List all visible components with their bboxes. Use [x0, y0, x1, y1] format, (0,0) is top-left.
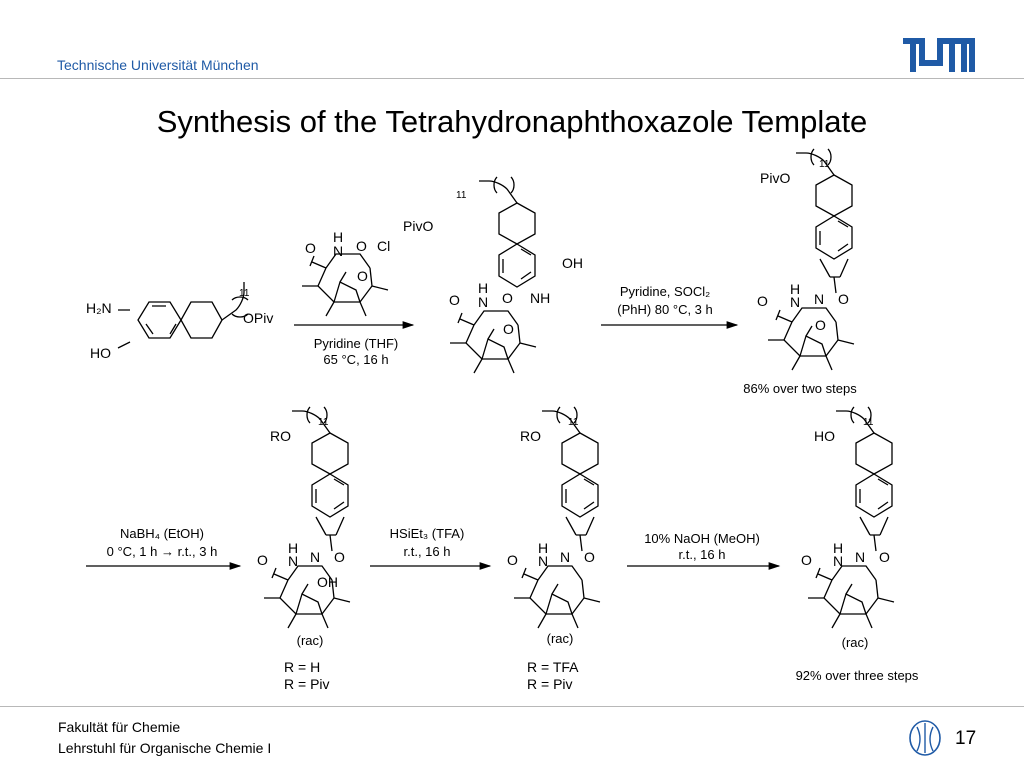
red-r1-label: R = H	[284, 659, 320, 675]
amide-o-label: O	[449, 292, 460, 308]
sil-r2-label: R = Piv	[527, 676, 573, 692]
page-number: 17	[955, 728, 977, 749]
step4-reagent: HSiEt₃ (TFA)	[390, 526, 465, 541]
oxazole-product-1	[795, 148, 853, 294]
step3-reagent: NaBH₄ (EtOH)	[120, 526, 204, 541]
ox1-n-label: N	[790, 294, 800, 310]
ox1-o-label: O	[757, 293, 768, 309]
amide-chain-label: PivO	[403, 218, 433, 234]
fin-o-ox-label: O	[879, 549, 890, 565]
sil-chain-count: 11	[568, 417, 579, 428]
step1-reagent: Pyridine (THF)	[314, 336, 399, 351]
sil-n-ox-label: N	[560, 549, 570, 565]
red-h-label: H	[288, 540, 298, 556]
reduced-product	[291, 406, 349, 552]
amide-h-label: H	[478, 280, 488, 296]
yield-step5: 92% over three steps	[796, 668, 919, 683]
sil-h-label: H	[538, 540, 548, 556]
ac-h-label: H	[333, 229, 343, 245]
amide-oh-label: OH	[562, 255, 583, 271]
ac-cl-label: Cl	[377, 238, 390, 254]
slide-title: Synthesis of the Tetrahydronaphthoxazole…	[156, 104, 868, 139]
footer-divider	[0, 706, 1024, 707]
amide-nh-label: NH	[530, 290, 550, 306]
sil-chain-label: RO	[520, 428, 541, 444]
amide-o2-label: O	[502, 290, 513, 306]
amide-chain-count: 11	[456, 190, 467, 201]
step2-conditions: (PhH) 80 °C, 3 h	[617, 302, 713, 317]
sil-rac-label: (rac)	[547, 631, 574, 646]
silane-cage	[513, 565, 601, 629]
red-chain-label: RO	[270, 428, 291, 444]
sm-chain-label: OPiv	[243, 310, 273, 326]
fin-n-ox-label: N	[855, 549, 865, 565]
step2-reagent: Pyridine, SOCl₂	[620, 284, 710, 299]
final-product	[835, 406, 893, 552]
ox1-chain-label: PivO	[760, 170, 790, 186]
ox1-chain-count: 11	[819, 159, 830, 170]
faculty-seal-logo	[909, 720, 941, 756]
sm-amine-label: H₂N	[86, 300, 112, 316]
fin-n-label: N	[833, 553, 843, 569]
red-r2-label: R = Piv	[284, 676, 330, 692]
red-rac-label: (rac)	[297, 633, 324, 648]
red-o-ox-label: O	[334, 549, 345, 565]
yield-step2: 86% over two steps	[743, 381, 857, 396]
sil-o-ox-label: O	[584, 549, 595, 565]
final-cage	[807, 565, 895, 629]
header-divider	[0, 78, 1024, 79]
ac-o2-label: O	[356, 238, 367, 254]
sil-n-label: N	[538, 553, 548, 569]
ox1-o2-label: O	[815, 317, 826, 333]
step5-reagent: 10% NaOH (MeOH)	[644, 531, 760, 546]
sm-chain-count: 11	[239, 288, 250, 299]
amide-o3-label: O	[503, 321, 514, 337]
red-n-ox-label: N	[310, 549, 320, 565]
ac-n-label: N	[333, 243, 343, 259]
sil-r1-label: R = TFA	[527, 659, 579, 675]
sil-o-label: O	[507, 552, 518, 568]
silane-product	[541, 406, 599, 552]
acid-chloride-cage	[301, 253, 389, 317]
step3-conditions: 0 °C, 1 h → r.t., 3 h	[107, 544, 218, 559]
institution-name: Technische Universität München	[57, 57, 259, 73]
oxazole-cage-1	[767, 307, 855, 371]
red-chain-count: 11	[318, 417, 329, 428]
footer-faculty: Fakultät für Chemie	[58, 719, 181, 735]
reaction-scheme: H₂N HO OPiv 11 O H N O Cl O Pyridine (TH…	[86, 148, 919, 692]
fin-rac-label: (rac)	[842, 635, 869, 650]
fin-chain-label: HO	[814, 428, 835, 444]
ox1-h-label: H	[790, 281, 800, 297]
red-n-label: N	[288, 553, 298, 569]
step5-conditions: r.t., 16 h	[679, 547, 726, 562]
step1-conditions: 65 °C, 16 h	[323, 352, 388, 367]
fin-o-label: O	[801, 552, 812, 568]
amide-n-label: N	[478, 294, 488, 310]
footer-chair: Lehrstuhl für Organische Chemie I	[58, 740, 272, 756]
ox1-o-ox-label: O	[838, 291, 849, 307]
red-oh-label: OH	[317, 574, 338, 590]
red-o-label: O	[257, 552, 268, 568]
fin-h-label: H	[833, 540, 843, 556]
sm-hydroxy-label: HO	[90, 345, 111, 361]
step4-conditions: r.t., 16 h	[404, 544, 451, 559]
tum-logo	[903, 38, 975, 72]
ac-o3-label: O	[357, 268, 368, 284]
amide-cage	[449, 310, 537, 374]
amide-intermediate	[478, 176, 536, 288]
ox1-n-ox-label: N	[814, 291, 824, 307]
starting-amine	[117, 281, 249, 349]
fin-chain-count: 11	[863, 417, 874, 428]
ac-o-label: O	[305, 240, 316, 256]
